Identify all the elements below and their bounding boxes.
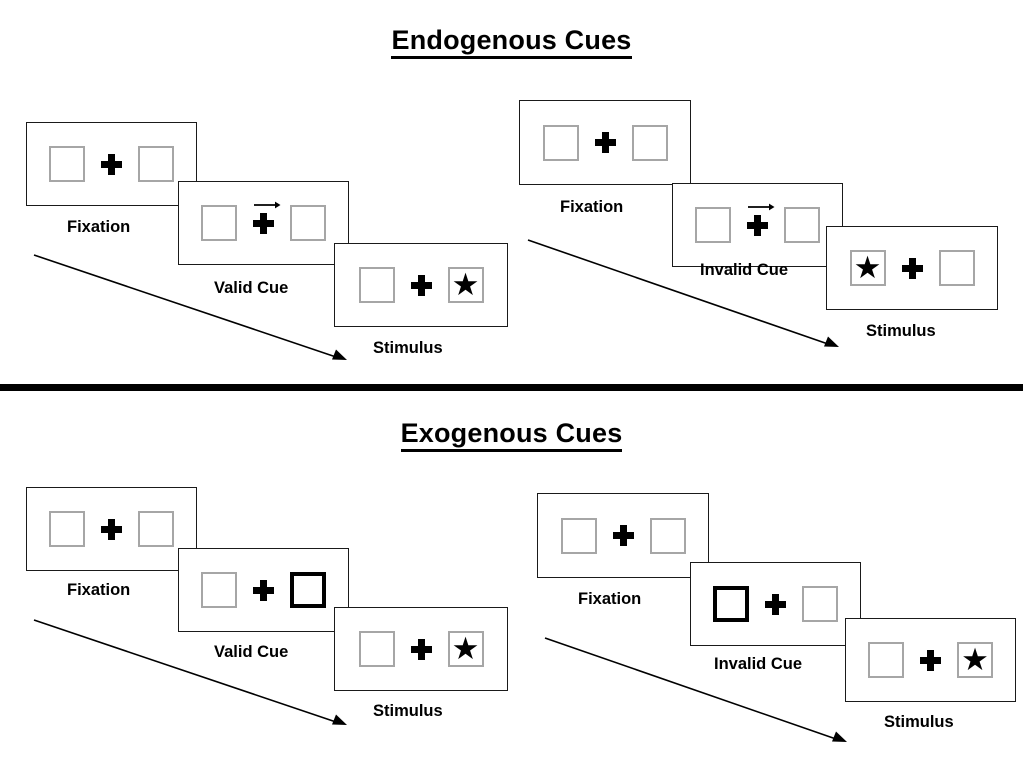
panel-inner: ★ [868,642,993,678]
section-divider [0,384,1023,391]
panel-endo-invalid-cue [672,183,843,267]
target-box-right: ★ [447,630,484,667]
target-box-right [138,146,174,182]
target-box-right: ★ [957,642,993,678]
panel-label-endo-invalid-fixation: Fixation [560,198,624,216]
fixation-cross-icon [747,214,768,236]
panel-label-endo-valid-fixation: Fixation [67,218,131,236]
target-box-left [358,267,395,303]
panel-endo-valid-fixation [26,122,197,206]
panel-exo-valid-stimulus: ★ [334,607,508,691]
panel-inner: ★ [358,266,484,303]
panel-endo-invalid-stimulus: ★ [826,226,998,310]
panel-inner [49,146,174,182]
target-box-left [49,511,85,547]
panel-exo-valid-fixation [26,487,197,571]
fixation-cross-icon [612,525,634,546]
panel-label-endo-valid-cue: Valid Cue [214,279,289,297]
fixation-center [765,593,786,615]
fixation-cross-icon [101,153,122,175]
panel-endo-invalid-fixation [519,100,691,185]
panel-exo-invalid-fixation [537,493,709,578]
panel-exo-valid-cue [178,548,349,632]
fixation-center [612,525,634,546]
panel-inner: ★ [849,249,975,286]
panel-inner [713,586,838,622]
target-box-right [138,511,174,547]
fixation-cross-icon [594,132,616,153]
panel-exo-invalid-stimulus: ★ [845,618,1016,702]
fixation-center [410,274,432,296]
panel-label-exo-invalid-cue: Invalid Cue [714,655,803,673]
target-box-left [868,642,904,678]
panel-label-exo-invalid-stimulus: Stimulus [884,713,954,731]
panel-label-endo-invalid-stimulus: Stimulus [866,322,936,340]
panel-exo-invalid-cue [690,562,861,646]
target-box-left [201,205,237,241]
fixation-center [253,579,274,601]
fixation-center [410,638,432,660]
section-title-endogenous-text: Endogenous Cues [391,25,632,59]
target-box-right [938,250,975,286]
target-box-left: ★ [849,249,886,286]
star-icon: ★ [451,630,480,666]
section-title-exogenous: Exogenous Cues [0,418,1023,452]
panel-inner [695,203,820,243]
fixation-cross-icon [920,649,941,671]
panel-inner [201,572,326,608]
fixation-cross-icon [253,212,274,234]
fixation-center [101,153,122,175]
fixation-center [920,649,941,671]
panel-inner: ★ [358,630,484,667]
star-icon: ★ [961,641,989,677]
target-box-left [358,631,395,667]
fixation-center [594,132,616,153]
target-box-right [784,207,820,243]
panel-label-exo-invalid-fixation: Fixation [578,590,642,608]
panel-endo-valid-stimulus: ★ [334,243,508,327]
target-box-left [542,124,579,161]
panel-inner [49,511,174,547]
fixation-cross-icon [410,274,432,296]
fixation-cross-icon [901,257,923,279]
panel-label-endo-valid-stimulus: Stimulus [373,339,443,357]
fixation-cross-icon [765,593,786,615]
cue-arrow-right-icon [254,201,281,208]
cue-arrow-right-icon [748,203,775,210]
section-title-exogenous-text: Exogenous Cues [400,418,623,452]
target-box-right [631,124,668,161]
panel-inner [201,201,326,241]
target-box-right [290,205,326,241]
panel-inner [560,517,686,554]
target-box-right [649,517,686,554]
panel-label-exo-valid-fixation: Fixation [67,581,131,599]
fixation-cross-icon [101,518,122,540]
section-title-endogenous: Endogenous Cues [0,25,1023,59]
target-box-left-cued [713,586,749,622]
panel-inner [542,124,668,161]
target-box-right-cued [290,572,326,608]
star-icon: ★ [451,266,480,302]
fixation-cross-icon [253,579,274,601]
fixation-center [901,257,923,279]
fixation-center [747,203,775,236]
target-box-right [802,586,838,622]
target-box-left [560,517,597,554]
panel-endo-valid-cue [178,181,349,265]
panel-label-endo-invalid-cue: Invalid Cue [700,261,789,279]
fixation-cross-icon [410,638,432,660]
star-icon: ★ [853,249,882,285]
target-box-left [201,572,237,608]
panel-label-exo-valid-cue: Valid Cue [214,643,289,661]
panel-label-exo-valid-stimulus: Stimulus [373,702,443,720]
target-box-left [49,146,85,182]
fixation-center [101,518,122,540]
target-box-left [695,207,731,243]
fixation-center [253,201,281,234]
target-box-right: ★ [447,266,484,303]
